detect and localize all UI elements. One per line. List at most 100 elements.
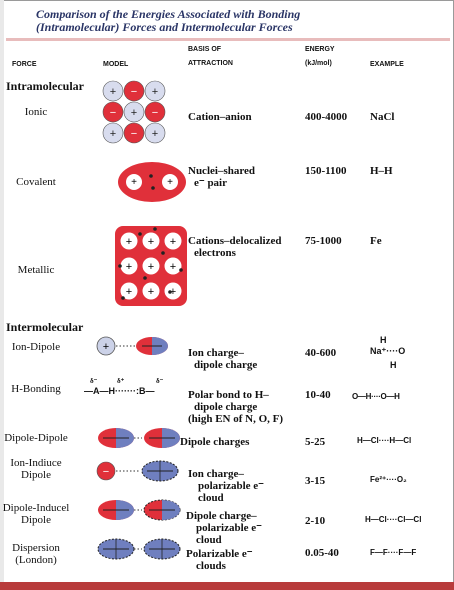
basis-metallic-line2: electrons bbox=[194, 247, 236, 259]
metal-cation-plus: + bbox=[148, 286, 154, 298]
example-dipole-dipole: H—Cl····H—Cl bbox=[357, 436, 412, 445]
cation bbox=[102, 80, 124, 102]
cation-plus: + bbox=[103, 341, 109, 353]
cation bbox=[123, 101, 145, 123]
anion bbox=[123, 122, 145, 144]
basis-ionic: Cation–anion bbox=[188, 111, 252, 123]
dispersion-diagram bbox=[97, 538, 181, 560]
hbond-formula: —A—H·······:B— bbox=[84, 386, 155, 396]
anion-sign: − bbox=[131, 86, 137, 98]
hbond-partial1: δ⁻ bbox=[90, 377, 98, 385]
force-dipole-induced-line1: Dipole-Inducel bbox=[2, 502, 70, 514]
hbond-partial2: δ⁺ bbox=[117, 377, 125, 385]
force-h-bonding: H-Bonding bbox=[11, 383, 61, 395]
example-metallic: Fe bbox=[370, 235, 382, 247]
example-ion-dipole-h2: H bbox=[390, 360, 397, 370]
metal-cation bbox=[164, 282, 182, 300]
shared-electron-cloud bbox=[118, 162, 186, 202]
force-dipole-dipole: Dipole-Dipole bbox=[4, 432, 68, 444]
covalent-diagram: + + bbox=[118, 162, 186, 202]
example-ion-dipole-h1: H bbox=[380, 335, 387, 345]
metal-cation-plus: + bbox=[126, 261, 132, 273]
basis-dipole-dipole: Dipole charges bbox=[180, 436, 250, 448]
energy-dipole-induced: 2-10 bbox=[305, 515, 326, 527]
basis-h-bonding-line3: (high EN of N, O, F) bbox=[188, 413, 284, 425]
energy-metallic: 75-1000 bbox=[305, 235, 342, 247]
basis-dispersion-line2: clouds bbox=[196, 560, 226, 572]
nucleus-right-plus: + bbox=[167, 177, 173, 188]
basis-dispersion: Polarizable e⁻ clouds bbox=[186, 548, 253, 572]
basis-ion-induced-line1: Ion charge– bbox=[188, 468, 244, 480]
section-intermolecular: Intermolecular bbox=[6, 320, 84, 334]
delocalized-electron bbox=[143, 276, 147, 280]
force-ion-induced-line1: Ion-Indiuce bbox=[10, 457, 62, 469]
force-ion-dipole: Ion-Dipole bbox=[11, 341, 61, 353]
metal-cation bbox=[120, 232, 138, 250]
header-model: MODEL bbox=[103, 61, 129, 68]
basis-ion-induced-line3: cloud bbox=[198, 492, 224, 504]
cation-sign: + bbox=[152, 128, 158, 140]
delocalized-electron bbox=[161, 251, 165, 255]
force-dispersion: Dispersion (London) bbox=[0, 542, 72, 566]
basis-ion-dipole: Ion charge– dipole charge bbox=[188, 347, 257, 371]
cation-sign: + bbox=[152, 86, 158, 98]
basis-ion-induced: Ion charge– polarizable e⁻ cloud bbox=[188, 468, 264, 504]
energy-ion-induced: 3-15 bbox=[305, 475, 326, 487]
title-line-2: (Intramolecular) Forces and Intermolecul… bbox=[36, 20, 293, 34]
section-intramolecular: Intramolecular bbox=[6, 79, 84, 93]
force-ion-induced-dipole: Ion-Indiuce Dipole bbox=[0, 457, 72, 481]
delocalized-electron bbox=[168, 290, 172, 294]
nucleus-left bbox=[126, 174, 142, 190]
basis-ion-induced-line2: polarizable e⁻ bbox=[198, 480, 264, 492]
basis-dipole-induced-line3: cloud bbox=[196, 534, 222, 546]
example-covalent: H–H bbox=[370, 165, 393, 177]
anion bbox=[102, 101, 124, 123]
energy-ionic: 400-4000 bbox=[305, 111, 348, 123]
header-energy: ENERGY (kJ/mol) bbox=[305, 46, 335, 68]
cation bbox=[144, 80, 166, 102]
example-ion-dipole: Na⁺····O bbox=[370, 346, 406, 356]
basis-ion-dipole-line2: dipole charge bbox=[194, 359, 258, 371]
anion-sign: − bbox=[110, 107, 116, 119]
nucleus-right bbox=[162, 174, 178, 190]
metal-cation bbox=[120, 257, 138, 275]
metal-cation-plus: + bbox=[126, 286, 132, 298]
example-dipole-induced: H—Cl····Cl—Cl bbox=[365, 515, 422, 524]
basis-h-bonding-line2: dipole charge bbox=[194, 401, 258, 413]
basis-dipole-induced-line2: polarizable e⁻ bbox=[196, 522, 262, 534]
basis-dipole-induced: Dipole charge– polarizable e⁻ cloud bbox=[186, 510, 262, 546]
force-metallic: Metallic bbox=[17, 264, 55, 276]
basis-h-bonding: Polar bond to H– dipole charge (high EN … bbox=[188, 389, 283, 425]
delocalized-electron bbox=[179, 268, 183, 272]
basis-covalent: Nuclei–shared e⁻ pair bbox=[188, 165, 255, 189]
metallic-lattice-diagram: +++++++++ bbox=[115, 226, 187, 306]
metal-cation-plus: + bbox=[170, 286, 176, 298]
nucleus-left-plus: + bbox=[131, 177, 137, 188]
header-energy-line2: (kJ/mol) bbox=[305, 60, 332, 67]
cation-sign: + bbox=[131, 107, 137, 119]
force-dispersion-line2: (London) bbox=[15, 554, 57, 566]
metal-cation bbox=[164, 257, 182, 275]
example-ionic: NaCl bbox=[370, 111, 395, 123]
metal-cation-plus: + bbox=[148, 236, 154, 248]
anion-sign: − bbox=[131, 128, 137, 140]
header-basis-line1: BASIS OF bbox=[188, 46, 222, 53]
title-rule bbox=[6, 38, 450, 41]
ion-dipole-diagram: + bbox=[96, 336, 168, 356]
cation-sign: + bbox=[110, 86, 116, 98]
electron-2 bbox=[151, 186, 155, 190]
energy-ion-dipole: 40-600 bbox=[305, 347, 337, 359]
basis-h-bonding-line1: Polar bond to H– bbox=[188, 389, 269, 401]
metal-cation-plus: + bbox=[170, 236, 176, 248]
hbond-partial3: δ⁻ bbox=[156, 377, 164, 385]
force-dispersion-line1: Dispersion bbox=[12, 542, 60, 554]
example-dispersion: F—F····F—F bbox=[370, 548, 417, 557]
ion-minus: − bbox=[103, 466, 109, 478]
title-line-1: Comparison of the Energies Associated wi… bbox=[36, 7, 301, 21]
metal-cation bbox=[164, 232, 182, 250]
force-dipole-induced-line2: Dipole bbox=[21, 514, 51, 526]
basis-dispersion-line1: Polarizable e⁻ bbox=[186, 548, 253, 560]
dipole-induced-dipole-diagram bbox=[98, 499, 181, 521]
example-h-bonding: O—H····O—H bbox=[352, 392, 400, 401]
header-energy-line1: ENERGY bbox=[305, 46, 335, 53]
